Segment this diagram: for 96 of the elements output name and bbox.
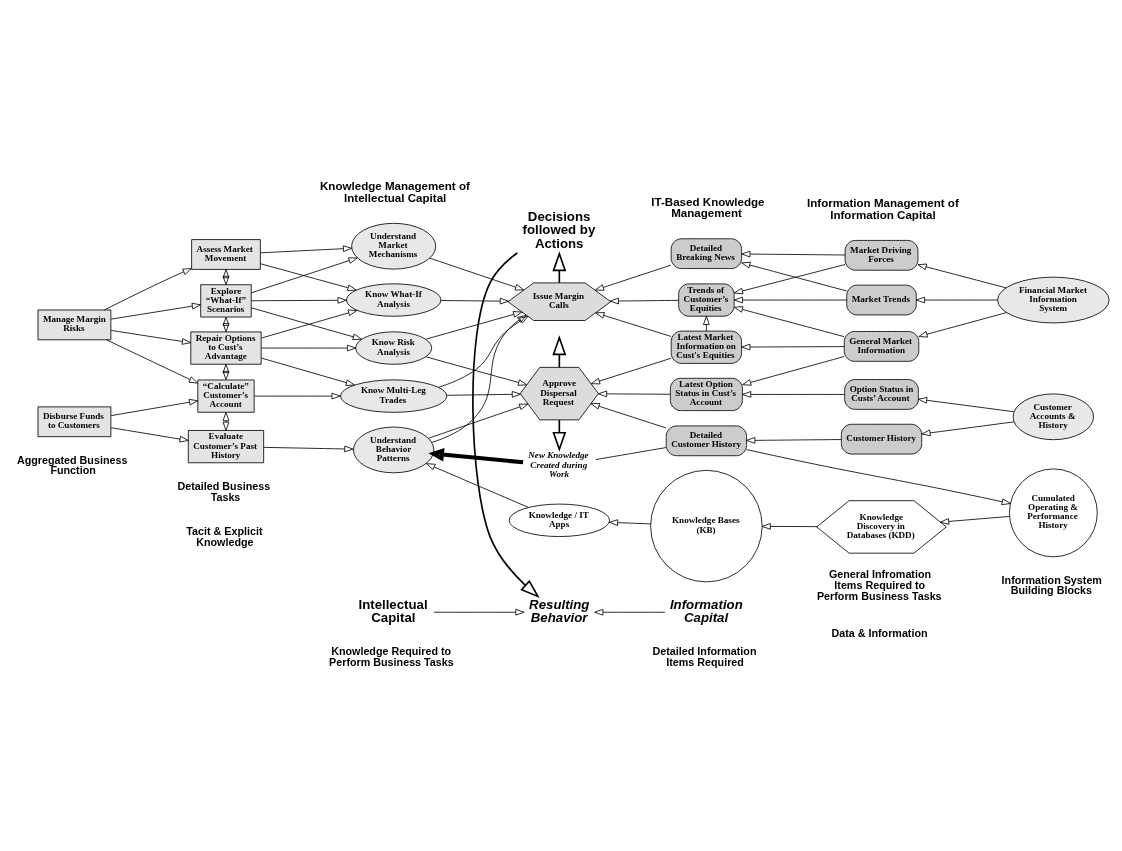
node-box: Trends of Customer’s Equities (678, 283, 735, 317)
node-box: Latest Option Status in Cust’s Account (669, 377, 743, 411)
arrow (595, 312, 672, 337)
arrow (917, 263, 1007, 289)
arrow (260, 309, 358, 339)
arrow (106, 339, 198, 384)
arrow (733, 296, 848, 304)
arrow (110, 302, 201, 320)
arrow (110, 398, 199, 417)
label: Knowledge Management of Intellectual Capital (319, 180, 470, 204)
arrow (440, 297, 509, 305)
arrow (594, 608, 666, 616)
label: Detailed Information Items Required (652, 644, 757, 668)
arrow (590, 403, 667, 429)
arrow (761, 523, 818, 530)
arrow (741, 250, 846, 258)
node-box: Detailed Customer History (665, 425, 747, 457)
arrow (263, 445, 354, 453)
node-box: General Market Information (843, 331, 920, 362)
node-text: Intellectual Capital (358, 596, 428, 626)
arrow (915, 296, 998, 304)
arrow (260, 245, 353, 254)
arrow (594, 264, 672, 291)
arrow (918, 396, 1015, 413)
node-box: Customer History (840, 423, 923, 455)
node-ellipse: Financial Market Information System (997, 276, 1110, 324)
node-ellipse: Know Risk Analysis (355, 331, 433, 365)
label: Information Management of Information Capital (806, 197, 959, 222)
arrow (110, 330, 191, 345)
node-circle: Knowledge Bases (KB) (650, 469, 763, 583)
node-ellipse: Understand Market Mechanisms (351, 222, 437, 270)
label: IT-Based Knowledge Management (651, 195, 765, 220)
label: Data & Information (831, 627, 928, 640)
arrow (425, 311, 523, 340)
connector (595, 447, 667, 460)
arrow (746, 449, 1011, 506)
arrow (741, 261, 847, 292)
node-box: Assess Market Movement (191, 239, 261, 270)
arrow (590, 357, 672, 385)
label: Information System Building Blocks (1001, 573, 1102, 597)
arrow (250, 307, 362, 341)
arrow (250, 297, 347, 304)
label: Tacit & Explicit Knowledge (186, 524, 263, 548)
arrow (260, 344, 356, 352)
arrow (741, 343, 845, 351)
node-box: Market Trends (846, 284, 917, 316)
node-box: Detailed Breaking News (670, 238, 742, 269)
node-box: Latest Market Information on Cust's Equities (670, 330, 742, 364)
node-ellipse: Knowledge / IT Apps (508, 503, 610, 537)
arrow (597, 390, 671, 398)
arrow (733, 264, 846, 295)
label: Aggregated Business Function (16, 453, 128, 477)
arrow (250, 257, 358, 294)
node-box: Manage Margin Risks (37, 309, 112, 341)
arrow (104, 268, 192, 311)
arrow (433, 608, 525, 616)
node-text: Resulting Behavior (529, 596, 590, 626)
node-text: Information Capital (669, 596, 743, 626)
arrow (431, 314, 527, 443)
node-circle: Cumulated Operating & Performance History (1009, 468, 1098, 558)
label: Detailed Business Tasks (177, 480, 271, 503)
arrow (428, 403, 529, 439)
arrow (733, 306, 845, 338)
arrow (703, 315, 710, 332)
node-box: Explore “What-If” Scenarios (200, 284, 252, 318)
arrow (222, 412, 230, 431)
node-text: New Knowledge Created during Work (528, 450, 589, 479)
arrow (918, 312, 1008, 338)
arrow (742, 391, 845, 398)
arrow (742, 356, 845, 386)
arrow (438, 315, 529, 388)
node-box: Evaluate Customer’s Past History (187, 430, 265, 464)
arrow (253, 392, 341, 400)
arrow (746, 437, 842, 444)
node-box: Repair Options to Cust’s Advantage (190, 331, 262, 365)
node-text: Decisions followed by Actions (522, 209, 596, 251)
arrow (260, 263, 357, 291)
label: Knowledge Required to Perform Business Tasks (329, 644, 454, 668)
arrow (609, 297, 679, 305)
node-ellipse: Customer Accounts & History (1012, 393, 1094, 441)
arrow (446, 391, 521, 398)
arrow (110, 427, 189, 443)
node-box: Disburse Funds to Customers (37, 406, 112, 438)
arrow (429, 257, 525, 291)
node-box: Market Driving Forces (844, 240, 919, 271)
arrow (428, 447, 524, 465)
node-box: Option Status in Custs’ Account (844, 379, 919, 410)
node-box: “Calculate” Customer’s Account (197, 379, 255, 413)
arrow (260, 357, 355, 386)
arrow (921, 421, 1015, 437)
arrow (940, 516, 1010, 525)
arrow (426, 463, 529, 508)
label: General Infromation Items Required to Perform Business Tasks (816, 568, 942, 602)
arrow (608, 519, 652, 526)
arrow (472, 252, 540, 599)
arrow (425, 356, 528, 386)
